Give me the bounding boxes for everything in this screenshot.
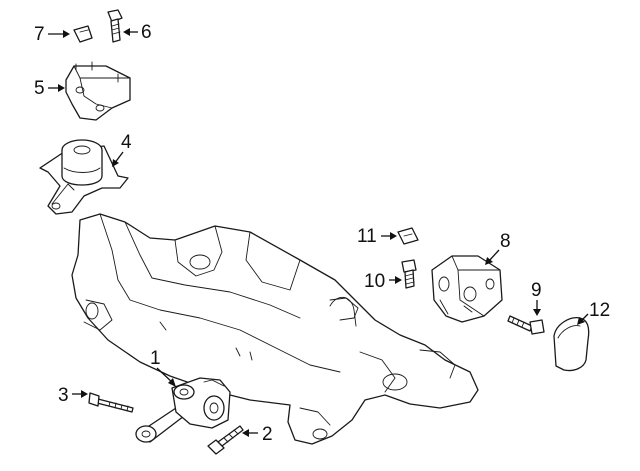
callout-12: 12 <box>577 300 610 325</box>
bolt-3-part <box>88 392 134 413</box>
subframe-part <box>71 213 479 445</box>
callout-7: 7 <box>34 24 70 45</box>
callout-10-label: 10 <box>364 271 385 292</box>
callout-7-label: 7 <box>34 24 45 45</box>
callout-4-label: 4 <box>121 132 132 153</box>
clip-nut-7-part <box>73 25 93 43</box>
callout-9: 9 <box>531 280 542 316</box>
cover-cap-12-part <box>553 317 590 372</box>
callout-3: 3 <box>58 385 88 406</box>
callout-5-label: 5 <box>34 78 45 99</box>
callout-6: 6 <box>123 22 152 43</box>
transmission-mount-part <box>431 255 503 323</box>
bolt-9-part <box>507 315 545 335</box>
bolt-2-part <box>207 425 244 455</box>
mount-bracket-5-part <box>65 61 131 121</box>
callout-8-label: 8 <box>500 231 511 252</box>
callout-3-label: 3 <box>58 385 69 406</box>
callout-11: 11 <box>357 226 397 247</box>
callout-1-label: 1 <box>150 348 161 369</box>
callout-8: 8 <box>485 231 511 265</box>
callout-11-label: 11 <box>357 226 377 247</box>
torque-rod-part <box>135 377 231 443</box>
bolt-6-part <box>107 9 123 43</box>
callout-12-label: 12 <box>589 300 610 321</box>
callout-4: 4 <box>112 132 132 167</box>
callout-6-label: 6 <box>141 22 152 43</box>
clip-11-part <box>397 227 419 245</box>
callout-1: 1 <box>150 348 176 387</box>
callout-2: 2 <box>242 424 273 445</box>
callout-9-label: 9 <box>531 280 542 301</box>
callout-5: 5 <box>34 78 65 99</box>
callout-10: 10 <box>364 271 402 292</box>
bolt-10-part <box>401 259 417 289</box>
callout-2-label: 2 <box>262 424 273 445</box>
engine-mount-part <box>39 139 129 215</box>
